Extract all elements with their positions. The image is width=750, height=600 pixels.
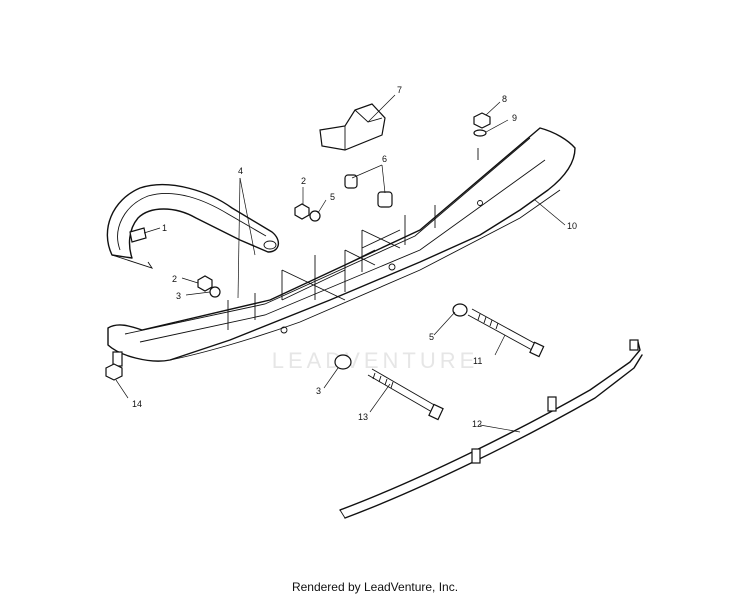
callout-11: 11 (473, 356, 482, 366)
bolt-13 (334, 354, 444, 421)
nut-washer-upper (294, 203, 321, 222)
callout-7: 7 (397, 85, 402, 95)
wear-bar (339, 339, 643, 519)
nut-washer-8-9 (473, 112, 491, 160)
callout-1: 1 (162, 223, 167, 233)
callout-14: 14 (132, 399, 142, 409)
nut-washer-left (197, 275, 221, 298)
ski-loop (106, 184, 279, 269)
callout-12: 12 (472, 419, 482, 429)
saddle-part (319, 103, 386, 151)
callout-8: 8 (502, 94, 507, 104)
leader-lines (115, 94, 566, 433)
bushings-6 (344, 174, 393, 208)
callout-2: 2 (172, 274, 177, 284)
callout-13: 13 (358, 412, 368, 422)
callout-9: 9 (512, 113, 517, 123)
callout-4: 4 (238, 166, 243, 176)
callout-3: 3 (316, 386, 321, 396)
ski-body (107, 127, 576, 362)
footer-credit: Rendered by LeadVenture, Inc. (291, 580, 459, 594)
callout-5: 5 (429, 332, 434, 342)
bolt-11 (452, 303, 545, 358)
callout-10: 10 (567, 221, 577, 231)
callout-6: 6 (382, 154, 387, 164)
watermark: LEADVENTURE (272, 348, 479, 373)
callout-2: 2 (301, 176, 306, 186)
bolt-14 (105, 351, 123, 381)
bracket-1 (129, 227, 147, 243)
callout-3: 3 (176, 291, 181, 301)
callout-5: 5 (330, 192, 335, 202)
